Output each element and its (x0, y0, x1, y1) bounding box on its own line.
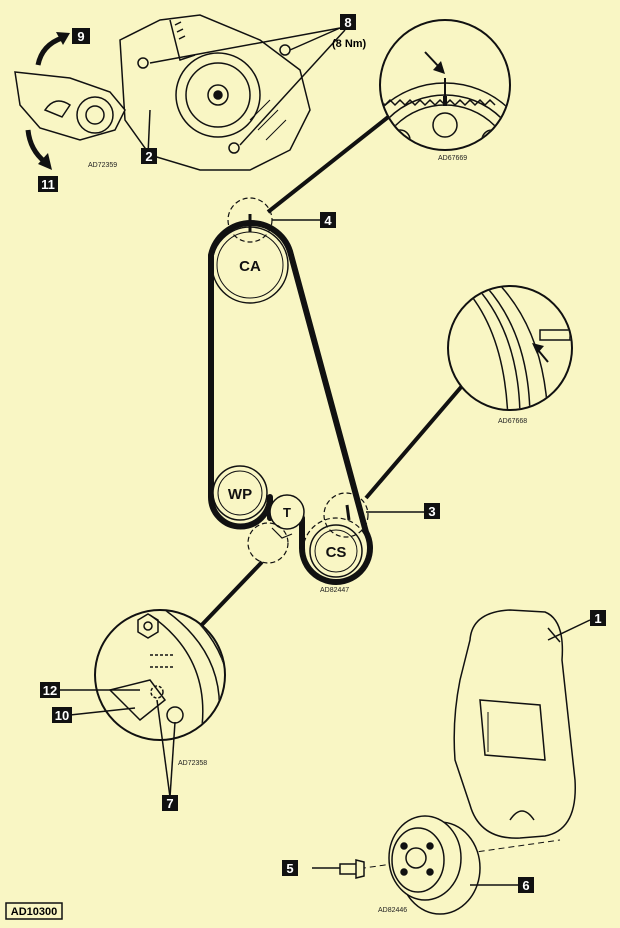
callout-2: 2 (141, 148, 157, 164)
svg-text:4: 4 (324, 213, 332, 228)
callout-10: 10 (52, 707, 72, 723)
water-pump-pulley: WP (212, 465, 268, 521)
svg-text:7: 7 (166, 796, 173, 811)
cam-pulley: CA (211, 226, 289, 304)
timing-cover (453, 609, 576, 839)
callout-11: 11 (38, 176, 58, 192)
rotation-arrow-icon (25, 129, 52, 170)
bolt-icon (339, 859, 365, 879)
svg-text:CS: CS (326, 544, 347, 561)
callout-7: 7 (162, 795, 178, 811)
figure-id-label: AD10300 (5, 902, 63, 920)
callout-1: 1 (590, 610, 606, 626)
drawing-code: AD82446 (378, 907, 407, 914)
svg-text:AD10300: AD10300 (11, 906, 57, 918)
tensioner-detail-top (14, 14, 311, 171)
crankshaft-pulley (388, 815, 481, 915)
timing-belt (208, 220, 373, 585)
svg-text:11: 11 (41, 177, 55, 192)
callout-12: 12 (40, 682, 60, 698)
timing-mark-arrow-icon (424, 51, 445, 74)
torque-note: (8 Nm) (332, 38, 367, 50)
callout-8: 8 (340, 14, 356, 30)
callout-4: 4 (320, 212, 336, 228)
drawing-code: AD72359 (88, 162, 117, 169)
crank-mark-circle (323, 492, 369, 538)
tensioner-detail-circle (247, 522, 289, 564)
svg-text:AD67668: AD67668 (498, 418, 527, 425)
svg-text:WP: WP (228, 486, 252, 503)
svg-text:8: 8 (344, 15, 351, 30)
rotation-arrow-icon (35, 32, 70, 66)
callout-5: 5 (282, 860, 298, 876)
svg-text:12: 12 (43, 683, 57, 698)
svg-text:5: 5 (286, 861, 293, 876)
svg-text:3: 3 (428, 504, 435, 519)
tensioner-pulley: T (269, 494, 305, 530)
crank-mark-detail: AD67668 (447, 285, 573, 425)
svg-text:T: T (283, 505, 291, 520)
svg-text:10: 10 (55, 708, 69, 723)
crank-pulley: CS (302, 517, 370, 585)
svg-text:2: 2 (145, 149, 152, 164)
drawing-code: AD82447 (320, 587, 349, 594)
bolt-icon (279, 44, 291, 56)
callout-6: 6 (518, 877, 534, 893)
svg-text:1: 1 (594, 611, 601, 626)
callout-9: 9 (72, 28, 90, 44)
svg-text:9: 9 (77, 29, 84, 44)
svg-text:AD67669: AD67669 (438, 155, 467, 162)
svg-text:CA: CA (239, 258, 261, 275)
svg-text:6: 6 (522, 878, 529, 893)
bolt-icon (137, 57, 149, 69)
timing-mark-arrow-icon (532, 343, 549, 363)
bolt-icon (228, 142, 240, 154)
cam-mark-detail: AD67669 (379, 19, 511, 162)
svg-text:AD72358: AD72358 (178, 760, 207, 767)
callout-3: 3 (424, 503, 440, 519)
